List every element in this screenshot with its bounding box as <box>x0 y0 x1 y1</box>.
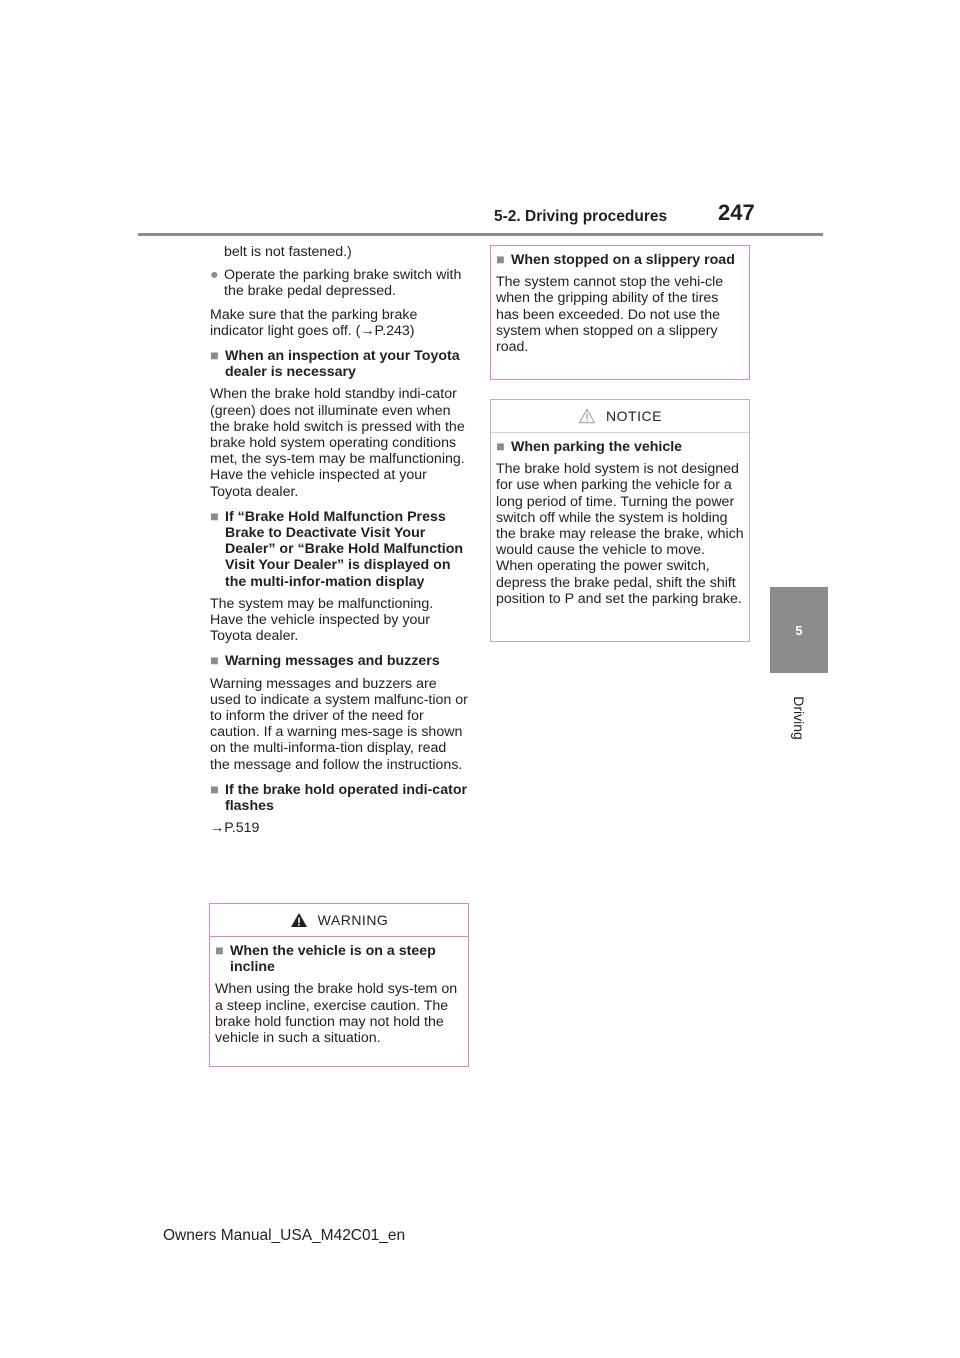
warning-continued-body: ■ When stopped on a slippery road The sy… <box>491 246 749 355</box>
square-bullet-icon: ■ <box>496 252 505 268</box>
subheading: ■ Warning messages and buzzers <box>210 653 468 669</box>
paragraph: The system may be malfunctioning. Have t… <box>210 595 434 645</box>
chapter-tab-number: 5 <box>795 622 803 638</box>
subheading: ■ When the vehicle is on a steep incline <box>215 943 463 975</box>
subheading-text: When stopped on a slippery road <box>511 252 735 268</box>
warning-box-title: WARNING <box>210 904 468 937</box>
warning-continued-box: ■ When stopped on a slippery road The sy… <box>490 245 750 380</box>
notice-box: NOTICE ■ When parking the vehicle The br… <box>490 399 750 642</box>
warning-box: WARNING ■ When the vehicle is on a steep… <box>209 903 469 1067</box>
notice-title-text: NOTICE <box>606 407 662 424</box>
header-rule <box>138 233 823 236</box>
subheading-text: If “Brake Hold Malfunction Press Brake t… <box>225 508 464 590</box>
notice-box-body: ■ When parking the vehicle The brake hol… <box>491 433 749 607</box>
subheading: ■ If “Brake Hold Malfunction Press Brake… <box>210 509 468 590</box>
square-bullet-icon: ■ <box>210 781 219 798</box>
paragraph: The system cannot stop the vehi-cle when… <box>496 274 724 356</box>
subheading-text: When parking the vehicle <box>511 439 683 455</box>
paragraph: When the brake hold standby indi-cator (… <box>210 386 465 500</box>
footer-text: Owners Manual_USA_M42C01_en <box>163 1227 406 1244</box>
paragraph: The brake hold system is not designed fo… <box>496 461 744 607</box>
bullet-item: ● Operate the parking brake switch with … <box>210 267 468 299</box>
warning-title-text: WARNING <box>317 911 389 928</box>
caution-triangle-icon <box>578 408 596 424</box>
subheading: ■ When stopped on a slippery road <box>496 252 744 268</box>
warning-box-body: ■ When the vehicle is on a steep incline… <box>210 937 468 1046</box>
bullet-dot-icon: ● <box>210 267 219 284</box>
paragraph: Warning messages and buzzers are used to… <box>210 675 468 773</box>
square-bullet-icon: ■ <box>210 508 219 525</box>
subheading: ■ If the brake hold operated indi-cator … <box>210 782 468 814</box>
left-column: belt is not fastened.) ● Operate the par… <box>210 244 468 844</box>
continued-text: belt is not fastened.) <box>224 244 352 260</box>
page-number: 247 <box>718 200 755 225</box>
square-bullet-icon: ■ <box>215 943 224 959</box>
subheading-text: When the vehicle is on a steep incline <box>230 943 436 976</box>
warning-triangle-icon <box>290 913 307 927</box>
page-reference: →P.519 <box>210 820 260 837</box>
subheading: ■ When parking the vehicle <box>496 439 744 455</box>
square-bullet-icon: ■ <box>210 348 219 365</box>
square-bullet-icon: ■ <box>496 439 505 455</box>
chapter-tab-label: Driving <box>791 696 807 740</box>
paragraph: Make sure that the parking brake indicat… <box>210 306 418 339</box>
subheading-text: When an inspection at your Toyota dealer… <box>225 348 460 381</box>
bullet-text: Operate the parking brake switch with th… <box>224 267 462 300</box>
chapter-tab: 5 <box>770 587 828 673</box>
subheading-text: Warning messages and buzzers <box>225 653 440 670</box>
notice-box-title: NOTICE <box>491 400 749 433</box>
square-bullet-icon: ■ <box>210 653 219 670</box>
section-title: 5-2. Driving procedures <box>494 208 668 225</box>
subheading: ■ When an inspection at your Toyota deal… <box>210 348 468 380</box>
paragraph: When using the brake hold sys-tem on a s… <box>215 981 458 1047</box>
subheading-text: If the brake hold operated indi-cator fl… <box>225 781 468 815</box>
